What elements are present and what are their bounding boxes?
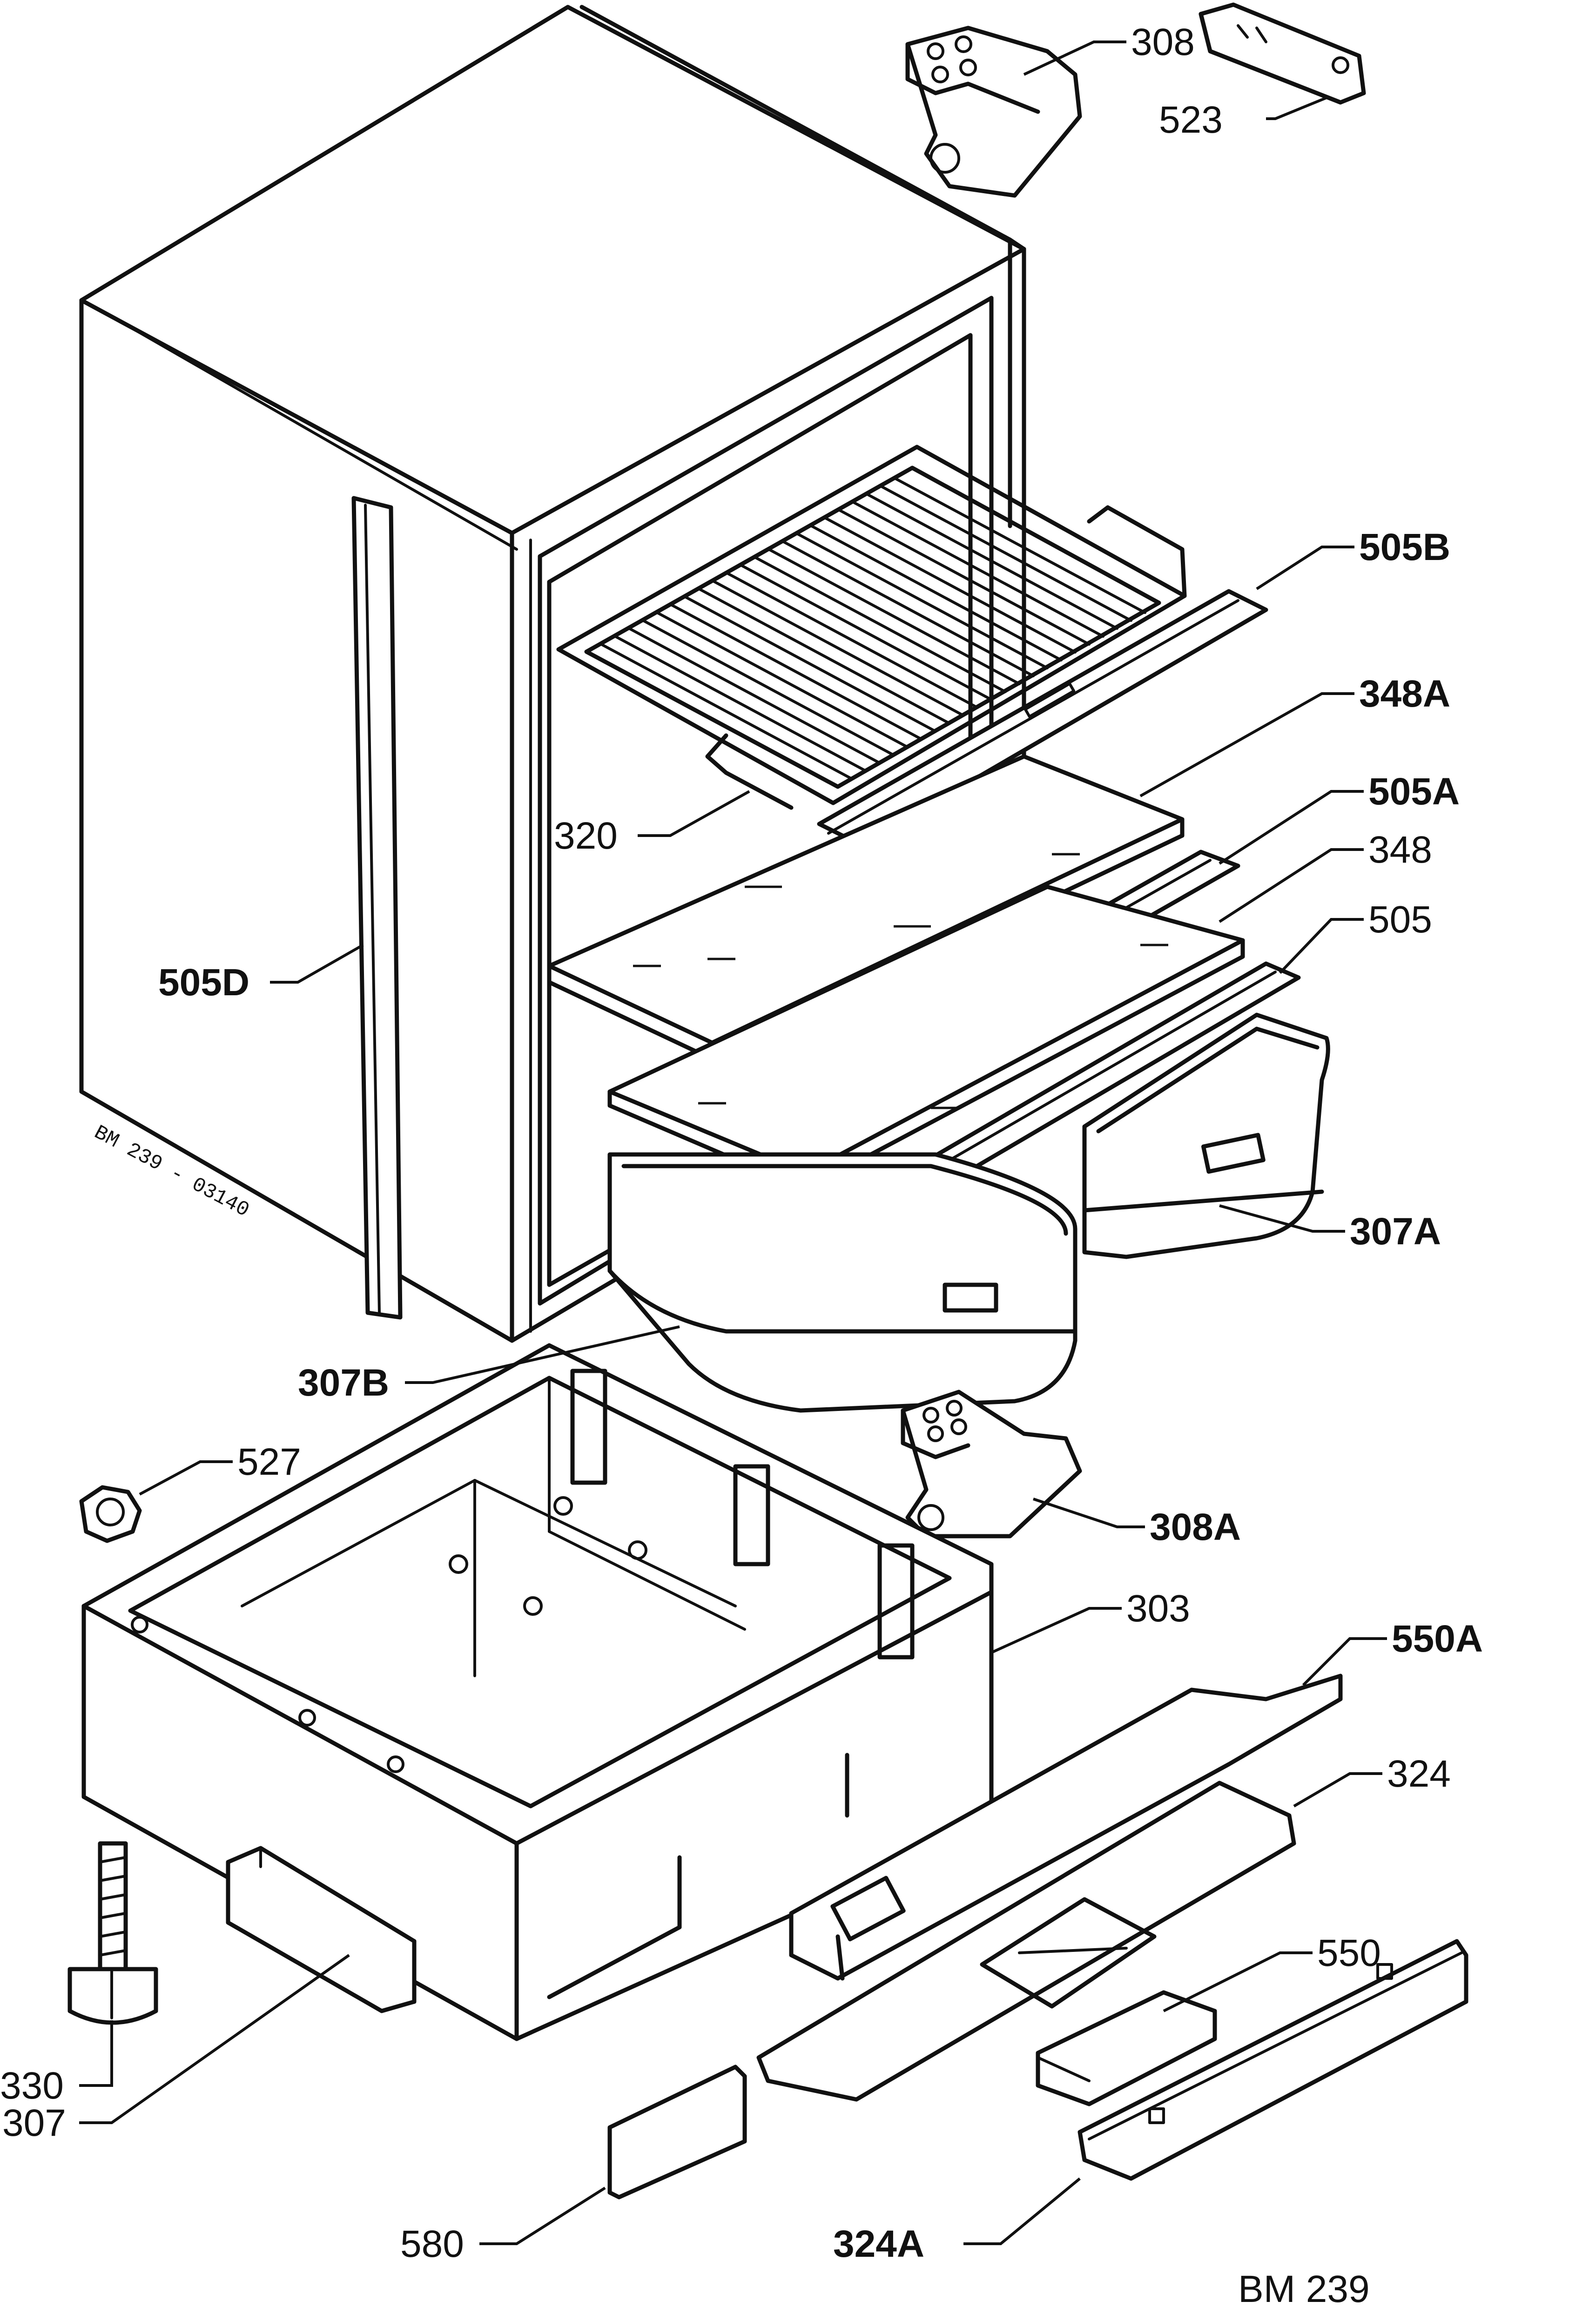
callout-505B: 505B <box>1359 526 1450 568</box>
callout-348: 348 <box>1368 829 1432 871</box>
callout-505A: 505A <box>1368 770 1460 813</box>
hinge-308 <box>905 26 1082 198</box>
callout-348A: 348A <box>1359 673 1450 715</box>
cabinet-body <box>79 5 1026 1343</box>
leader-lines <box>79 40 1387 2245</box>
plinth-insert-307 <box>226 1846 417 2013</box>
door-gasket-505D <box>351 496 403 1320</box>
callout-550: 550 <box>1317 1932 1381 1974</box>
levelling-foot-330 <box>67 1841 158 2025</box>
cover-strip-324A <box>1077 1939 1468 2181</box>
callout-523: 523 <box>1159 99 1223 141</box>
part-580 <box>607 2065 747 2200</box>
callout-303: 303 <box>1126 1587 1190 1630</box>
callout-324A: 324A <box>833 2223 924 2265</box>
callout-308: 308 <box>1131 21 1195 63</box>
crisper-drawer-307A <box>1082 1012 1330 1259</box>
callout-324: 324 <box>1387 1753 1451 1795</box>
callout-580: 580 <box>400 2223 464 2265</box>
part-550 <box>1036 1990 1217 2106</box>
callout-550A: 550A <box>1392 1618 1483 1660</box>
callout-labels: 308 523 505B 348A 320 505A 348 505 505D … <box>0 21 1483 2308</box>
callout-330: 330 <box>0 2065 64 2107</box>
drawing-code: BM 239 <box>1238 2268 1370 2308</box>
callout-505: 505 <box>1368 898 1432 941</box>
callout-320: 320 <box>554 815 618 857</box>
callout-307: 307 <box>2 2102 66 2144</box>
nut-527 <box>79 1485 142 1543</box>
hinge-cover-523 <box>1199 2 1366 105</box>
callout-308A: 308A <box>1150 1506 1241 1548</box>
crisper-drawer-307B <box>607 1152 1077 1413</box>
callout-505D: 505D <box>158 961 249 1004</box>
bracket-550A <box>789 1674 1343 1981</box>
wire-shelf-320 <box>556 445 1187 810</box>
bracket-324 <box>756 1781 1296 2102</box>
callout-527: 527 <box>237 1441 301 1483</box>
callout-307B: 307B <box>298 1362 389 1404</box>
callout-307A: 307A <box>1350 1210 1441 1253</box>
hinge-308A <box>901 1390 1082 1539</box>
